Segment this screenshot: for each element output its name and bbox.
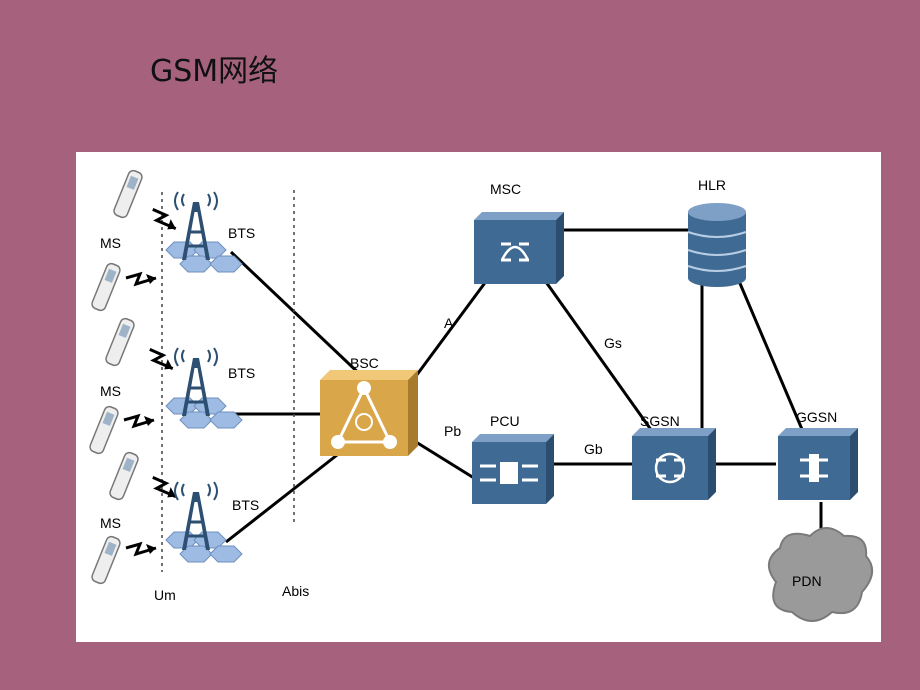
signal-bolt-icon: [147, 204, 180, 235]
signal-bolt-icon: [144, 344, 177, 375]
a-interface-label: A: [444, 315, 454, 331]
link-bts1-bsc: [229, 250, 368, 382]
ggsn-label: GGSN: [796, 409, 837, 425]
ggsn-node: [778, 428, 858, 500]
mobile-phone-icon: [87, 404, 121, 456]
signal-bolt-icon: [147, 472, 180, 503]
hlr-node: [687, 203, 747, 287]
bts-label-3: BTS: [232, 497, 259, 513]
link-hlr-ggsn: [734, 273, 806, 435]
bts-label-1: BTS: [228, 225, 255, 241]
pb-interface-label: Pb: [444, 423, 461, 439]
link-bsc-pcu: [415, 440, 475, 480]
sgsn-node: [632, 428, 716, 500]
signal-bolt-icon: [124, 542, 158, 556]
mobile-phone-icon: [103, 316, 137, 368]
bsc-node: [320, 370, 418, 456]
abis-interface-label: Abis: [282, 583, 309, 599]
bts-tower-2: [165, 346, 243, 429]
msc-label: MSC: [490, 181, 521, 197]
mobile-phone-icon: [89, 534, 123, 586]
ms-label-2: MS: [100, 383, 121, 399]
signal-bolt-icon: [122, 414, 156, 428]
um-interface-label: Um: [154, 587, 176, 603]
gsm-network-diagram: MS MS MS BTS BTS BTS BSC MSC HLR PCU SGS…: [76, 152, 881, 642]
link-bsc-msc: [414, 275, 492, 377]
ms-label-1: MS: [100, 235, 121, 251]
gb-interface-label: Gb: [584, 441, 603, 457]
link-bts3-bsc: [225, 446, 347, 544]
pcu-node: [472, 434, 554, 504]
signal-bolt-icon: [124, 272, 158, 286]
link-msc-sgsn: [544, 281, 656, 435]
ms-label-3: MS: [100, 515, 121, 531]
mobile-phone-icon: [107, 450, 141, 502]
bts-tower-3: [165, 480, 243, 563]
pdn-label: PDN: [792, 573, 822, 589]
mobile-phone-icon: [111, 168, 145, 220]
sgsn-label: SGSN: [640, 413, 680, 429]
pdn-cloud: [768, 527, 873, 622]
bsc-label: BSC: [350, 355, 379, 371]
bts-label-2: BTS: [228, 365, 255, 381]
gs-interface-label: Gs: [604, 335, 622, 351]
mobile-phone-icon: [89, 261, 123, 313]
slide-title: GSM网络: [150, 54, 279, 89]
pcu-label: PCU: [490, 413, 520, 429]
msc-node: [474, 212, 564, 284]
hlr-label: HLR: [698, 177, 726, 193]
